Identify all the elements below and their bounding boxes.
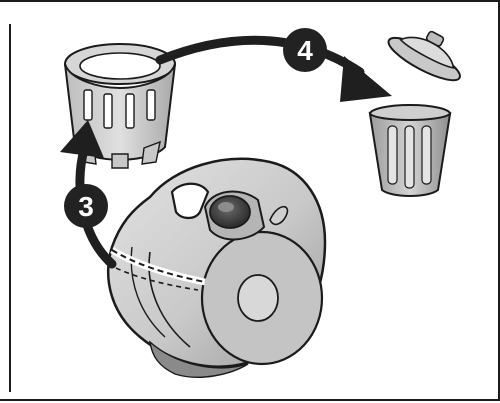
curved-arrow-right-icon <box>160 40 392 102</box>
step-label-4: 4 <box>297 35 313 66</box>
trimmer-head-icon <box>108 159 325 377</box>
trash-bin-icon <box>370 16 473 196</box>
step-badge-3: 3 <box>64 184 108 228</box>
step-badge-4: 4 <box>283 28 327 72</box>
step-label-3: 3 <box>78 191 94 222</box>
